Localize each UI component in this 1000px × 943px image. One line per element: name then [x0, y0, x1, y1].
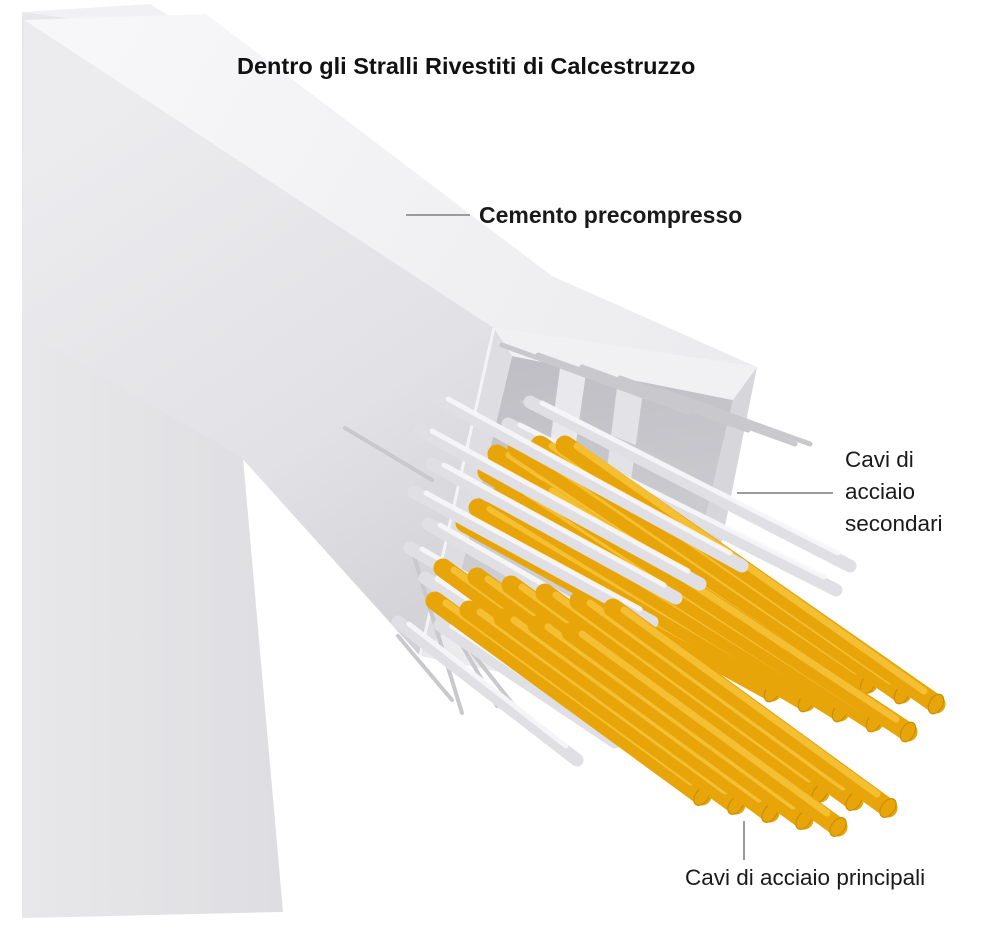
main-cable	[535, 583, 830, 803]
cut-frame-top	[494, 328, 757, 400]
main-cable	[603, 598, 898, 818]
main-cable	[505, 482, 884, 732]
main-cable-highlight	[544, 623, 797, 810]
main-cable	[493, 608, 780, 823]
secondary-cable	[391, 615, 584, 767]
main-cable	[425, 591, 712, 806]
main-cable-cut-end	[829, 817, 847, 837]
secondary-wire	[535, 352, 751, 433]
main-cables-lower-front-group	[425, 591, 848, 837]
page-title: Dentro gli Stralli Rivestiti di Calcestr…	[237, 53, 696, 79]
secondary-cable-highlight	[441, 462, 667, 588]
main-cable	[555, 435, 946, 714]
secondary-wire	[343, 426, 434, 482]
secondary-cable	[413, 423, 707, 591]
main-cable-highlight	[620, 606, 881, 798]
label-secondary-line: acciaio	[845, 479, 916, 504]
secondary-cable-highlight	[406, 621, 569, 749]
label-secondary-line: Cavi di	[845, 447, 914, 472]
secondary-cable	[429, 391, 749, 573]
main-cable-cut-end	[927, 693, 945, 715]
main-cable-cut-end	[879, 798, 897, 818]
secondary-cable	[523, 395, 857, 573]
main-cable-highlight	[578, 630, 831, 817]
main-cable	[561, 622, 848, 837]
main-cable	[468, 498, 816, 712]
secondary-wire	[499, 342, 691, 415]
secondary-cable-highlight	[445, 396, 733, 556]
leader-lines	[406, 214, 833, 860]
main-cable-cut-end	[899, 721, 917, 743]
beam-top-face	[24, 14, 757, 367]
label-secondary-cables: Cavi di acciaio secondari	[845, 444, 943, 540]
main-cable	[527, 615, 814, 830]
secondary-cable-highlight	[539, 400, 841, 556]
label-concrete: Cemento precompresso	[479, 202, 743, 228]
beam-front-face	[22, 20, 494, 656]
secondary-wire	[579, 364, 798, 447]
main-cable	[569, 591, 864, 811]
main-cable	[507, 438, 878, 694]
label-secondary-line: secondari	[845, 511, 943, 536]
main-cable-highlight	[573, 442, 928, 695]
main-cable	[459, 600, 746, 815]
secondary-cable-highlight	[423, 490, 643, 612]
secondary-cable	[425, 457, 683, 605]
main-cable-highlight	[510, 616, 763, 803]
label-main-cables: Cavi di acciaio principali	[685, 865, 926, 890]
concrete-beam	[22, 14, 757, 656]
secondary-wire	[657, 387, 813, 447]
secondary-cable-highlight	[429, 428, 691, 574]
secondary-wire	[396, 634, 454, 702]
